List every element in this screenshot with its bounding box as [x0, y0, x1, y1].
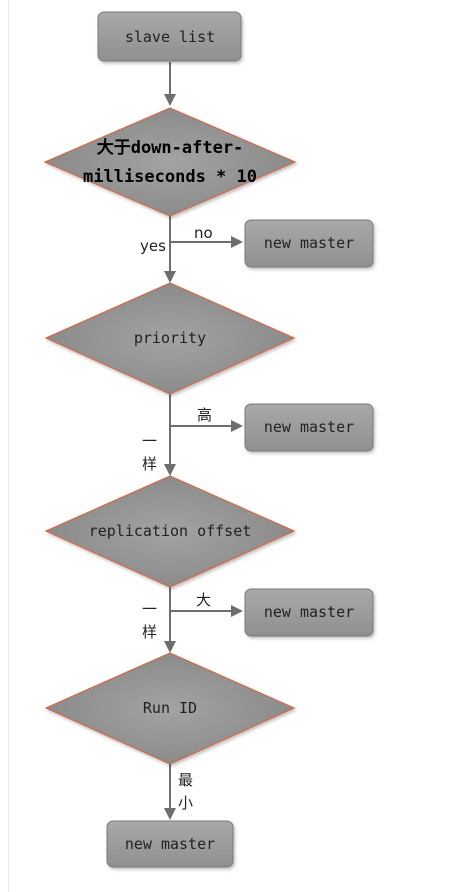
- edges: [164, 62, 243, 820]
- edge-label-high: 高: [197, 406, 212, 424]
- edge-labels: no yes 高 一 样 大 一 样 最 小: [140, 224, 213, 812]
- edge-label-no: no: [194, 224, 213, 242]
- edge-label-same-b2: 样: [142, 623, 157, 641]
- start-node: slave list: [97, 11, 242, 62]
- decision-1-line-1: 大于down-after-: [97, 137, 244, 158]
- outcome-new-master-3: new master: [244, 588, 374, 637]
- decision-3-label: replication offset: [89, 522, 252, 540]
- outcome-new-master-1: new master: [244, 219, 374, 268]
- edge-label-min-1: 最: [178, 771, 193, 789]
- left-border: [8, 0, 9, 892]
- outcome-1-label: new master: [264, 234, 354, 252]
- decision-priority: priority: [44, 282, 296, 395]
- edge-label-same-a1: 一: [142, 432, 157, 450]
- outcome-new-master-2: new master: [244, 403, 374, 452]
- outcome-new-master-final: new master: [106, 820, 234, 868]
- decision-2-label: priority: [134, 329, 206, 347]
- edge-label-same-a2: 样: [142, 455, 157, 473]
- edge-label-min-2: 小: [178, 794, 193, 812]
- edge-label-same-b1: 一: [142, 600, 157, 618]
- decision-replication-offset: replication offset: [44, 475, 296, 588]
- decision-4-label: Run ID: [143, 699, 197, 717]
- edge-label-yes: yes: [140, 237, 166, 255]
- outcome-2-label: new master: [264, 418, 354, 436]
- decision-run-id: Run ID: [44, 652, 296, 765]
- start-node-label: slave list: [125, 28, 215, 46]
- decision-1-line-2: milliseconds * 10: [83, 167, 257, 187]
- outcome-final-label: new master: [125, 835, 215, 853]
- decision-down-after-ms: 大于down-after- milliseconds * 10: [43, 107, 297, 217]
- outcome-3-label: new master: [264, 603, 354, 621]
- edge-label-big: 大: [196, 591, 211, 609]
